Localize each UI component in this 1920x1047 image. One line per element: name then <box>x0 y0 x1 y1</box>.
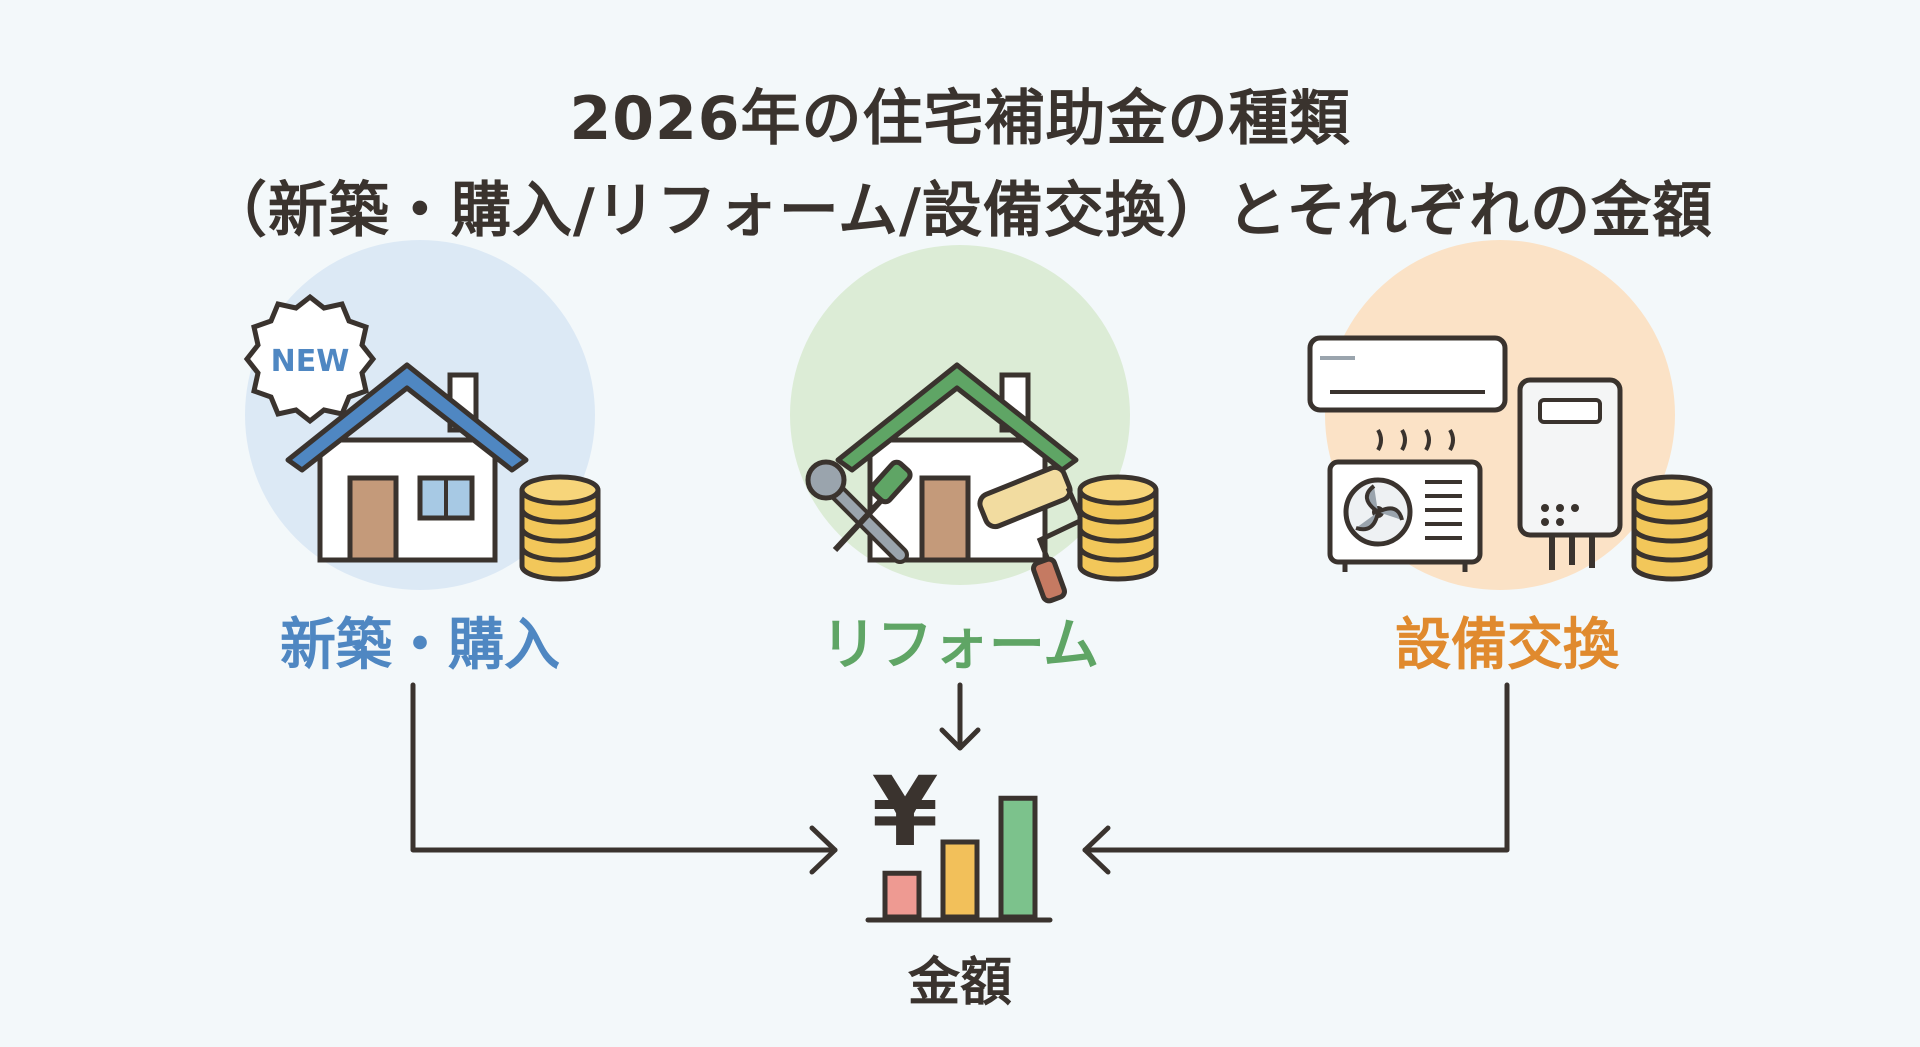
amount-bar-3 <box>998 795 1038 920</box>
page-title-line2: （新築・購入/リフォーム/設備交換）とそれぞれの金額 <box>206 176 1714 246</box>
connector-left <box>410 682 838 875</box>
new-badge-text: NEW <box>271 344 350 379</box>
amount-bar-2 <box>940 839 980 920</box>
renovation-house-icon <box>790 245 1156 604</box>
air-conditioner-icon <box>1307 335 1508 452</box>
screwdriver-icon <box>832 459 913 553</box>
category-label-new-build-text: 新築・購入 <box>280 613 560 678</box>
category-label-new-build: 新築・購入 <box>180 600 660 681</box>
new-house-icon: NEW <box>243 240 598 590</box>
amount-chart: ¥ <box>865 756 1053 923</box>
connector-center <box>939 682 981 751</box>
category-label-reform-text: リフォーム <box>820 613 1100 678</box>
page-title-line1: 2026年の住宅補助金の種類 <box>569 84 1351 154</box>
connector-right <box>1082 682 1510 875</box>
outdoor-unit-icon <box>1327 459 1483 572</box>
equipment-icon <box>1307 240 1710 590</box>
yen-symbol: ¥ <box>872 756 939 868</box>
category-label-reform: リフォーム <box>720 600 1200 681</box>
category-label-equipment-text: 設備交換 <box>1395 613 1619 678</box>
water-heater-icon <box>1517 377 1623 570</box>
amount-bar-1 <box>882 870 922 920</box>
paint-roller-icon <box>977 464 1086 604</box>
new-badge: NEW <box>243 293 377 425</box>
total-amount-label: 金額 <box>907 953 1012 1013</box>
category-label-equipment: 設備交換 <box>1267 600 1747 681</box>
